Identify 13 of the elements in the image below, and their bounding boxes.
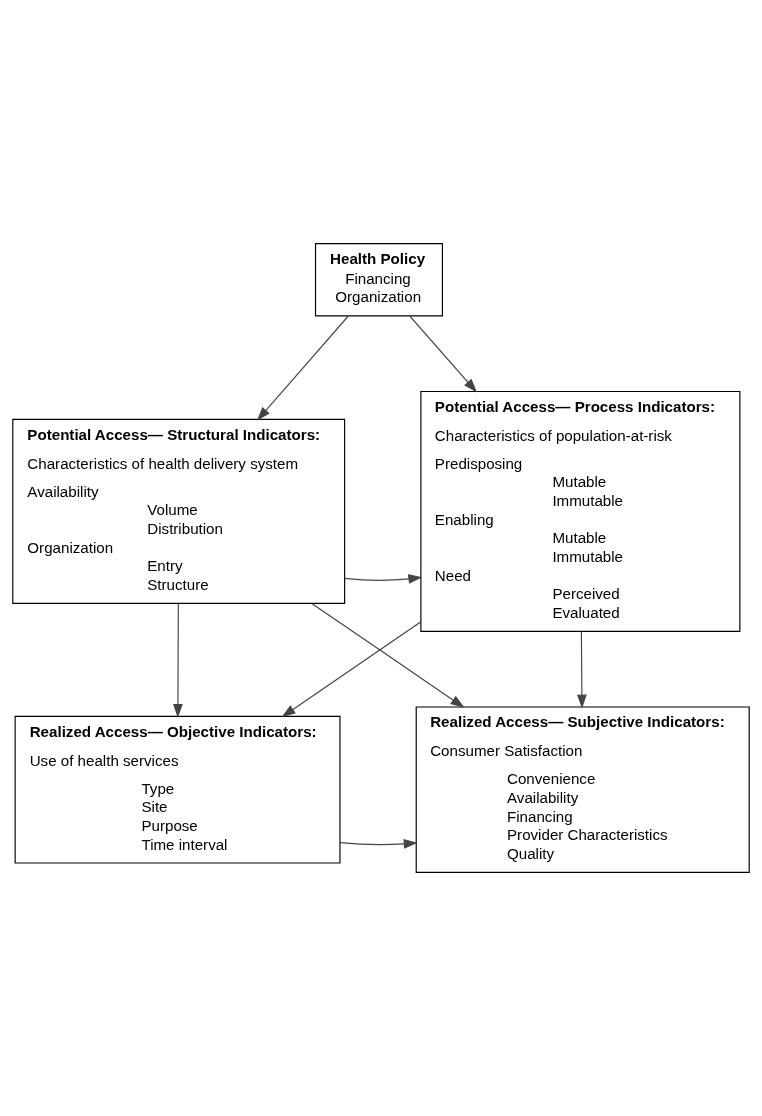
arrow <box>339 839 418 849</box>
node-box: Potential Access— Process Indicators: Characteristics of population-at-risk Predisposing Mutable Immutable Enabling Mutable Immutable Need Perceived Evaluated <box>420 390 741 632</box>
arrow <box>311 603 465 708</box>
arrow <box>344 574 423 584</box>
node-box: Potential Access— Structural Indicators: Characteristics of health delivery system Availability Volume Distribution Organization Entry Structure <box>12 418 346 604</box>
arrow <box>409 315 478 393</box>
node-box: Realized Access— Subjective Indicators: Consumer Satisfaction Convenience Availability Financing Provider Characteristics Quality <box>415 706 750 873</box>
node-box: Realized Access— Objective Indicators: Use of health services Type Site Purpose Time interval <box>14 715 341 864</box>
node-box: Health Policy Financing Organization <box>314 243 443 317</box>
arrow <box>281 621 422 718</box>
arrow <box>256 315 349 421</box>
arrow <box>577 631 587 709</box>
arrow <box>173 603 183 719</box>
